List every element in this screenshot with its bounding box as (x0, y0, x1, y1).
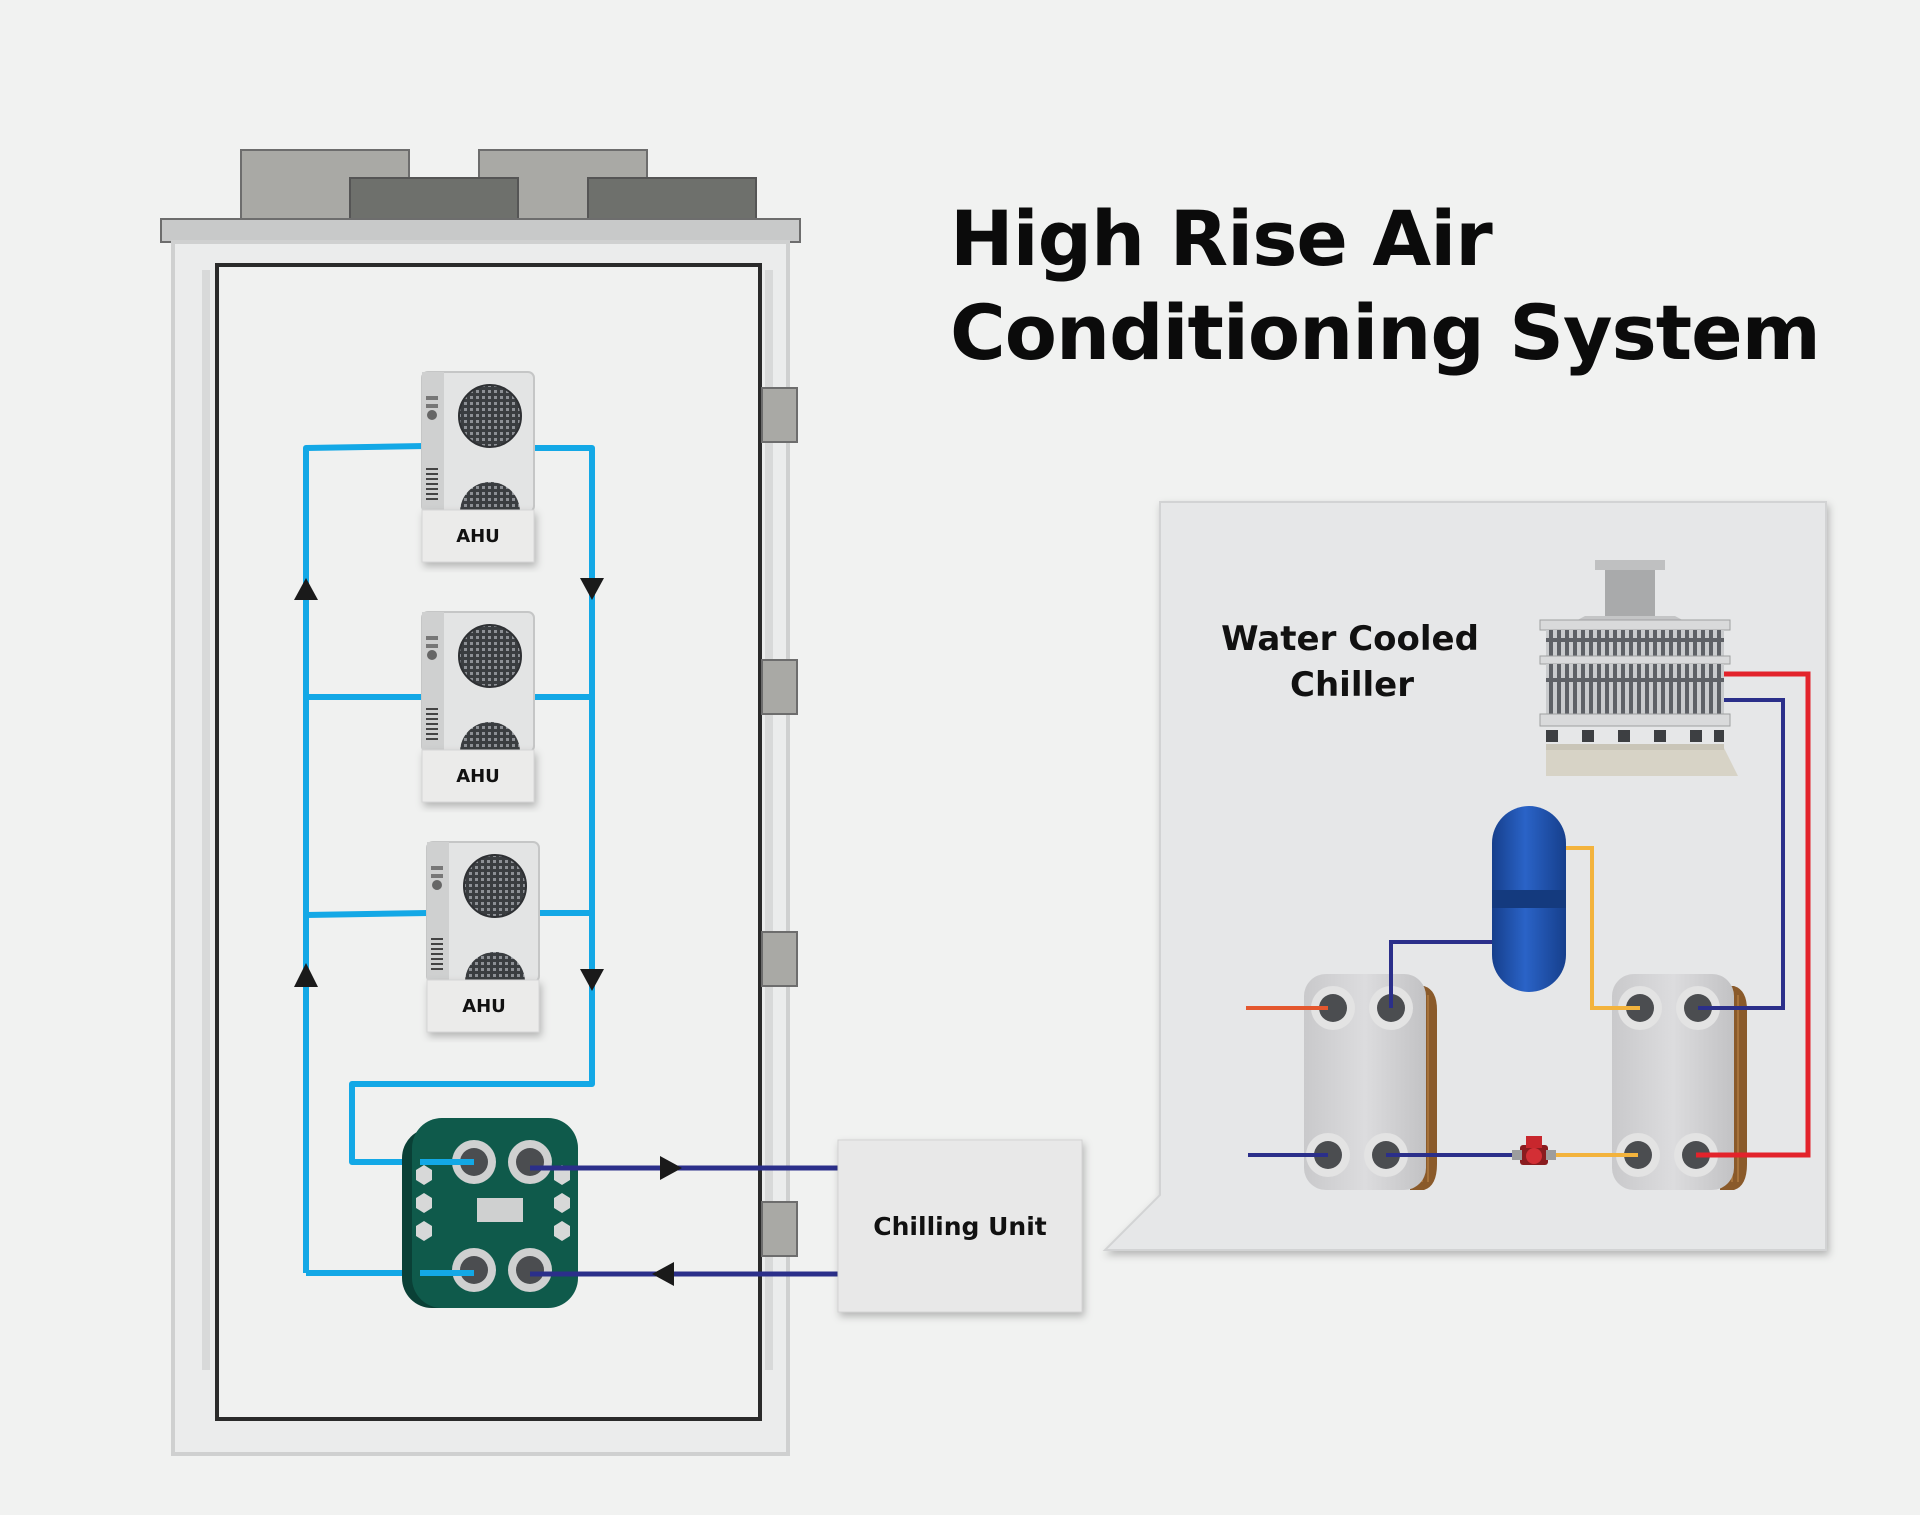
ahu-label-box (426, 979, 540, 1033)
cooling-tower-icon[interactable] (1539, 560, 1738, 776)
ahu-unit-3[interactable] (426, 841, 540, 983)
flow-arrow-icon (652, 1156, 682, 1286)
ahu-label: AHU (456, 766, 500, 787)
chiller-label-line1: Water Cooled (1221, 619, 1479, 659)
ahu-unit-2[interactable] (421, 611, 535, 753)
wall-vent (761, 1201, 798, 1257)
heat-exchanger-icon[interactable] (402, 1118, 578, 1308)
flow-arrow-icon (294, 578, 604, 991)
building-roof (160, 218, 801, 243)
chilled-water-loop (303, 443, 595, 1276)
roof-unit-front-left (349, 177, 519, 223)
chilling-unit-label: Chilling Unit (873, 1212, 1046, 1241)
wall-vent (761, 387, 798, 443)
fan-grill-icon (458, 384, 522, 448)
pump-icon[interactable] (1512, 1136, 1556, 1165)
ahu-label: AHU (462, 996, 506, 1017)
chiller-label-line2: Chiller (1290, 665, 1414, 705)
ahu-label-box (421, 509, 535, 563)
chilling-unit-box[interactable] (837, 1139, 1083, 1313)
expansion-tank-icon[interactable] (1492, 806, 1566, 992)
wall-vent (761, 659, 798, 715)
ahu-label: AHU (456, 526, 500, 547)
page-title: High Rise Air Conditioning System (950, 192, 1821, 380)
fan-grill-icon (458, 624, 522, 688)
roof-unit-front-right (587, 177, 757, 223)
title-line-2: Conditioning System (950, 288, 1821, 377)
chiller-supply-lines (530, 1165, 838, 1277)
ahu-unit-1[interactable] (421, 371, 535, 513)
wall-vent (761, 931, 798, 987)
fan-grill-icon (463, 854, 527, 918)
ahu-label-box (421, 749, 535, 803)
title-line-1: High Rise Air (950, 194, 1493, 283)
